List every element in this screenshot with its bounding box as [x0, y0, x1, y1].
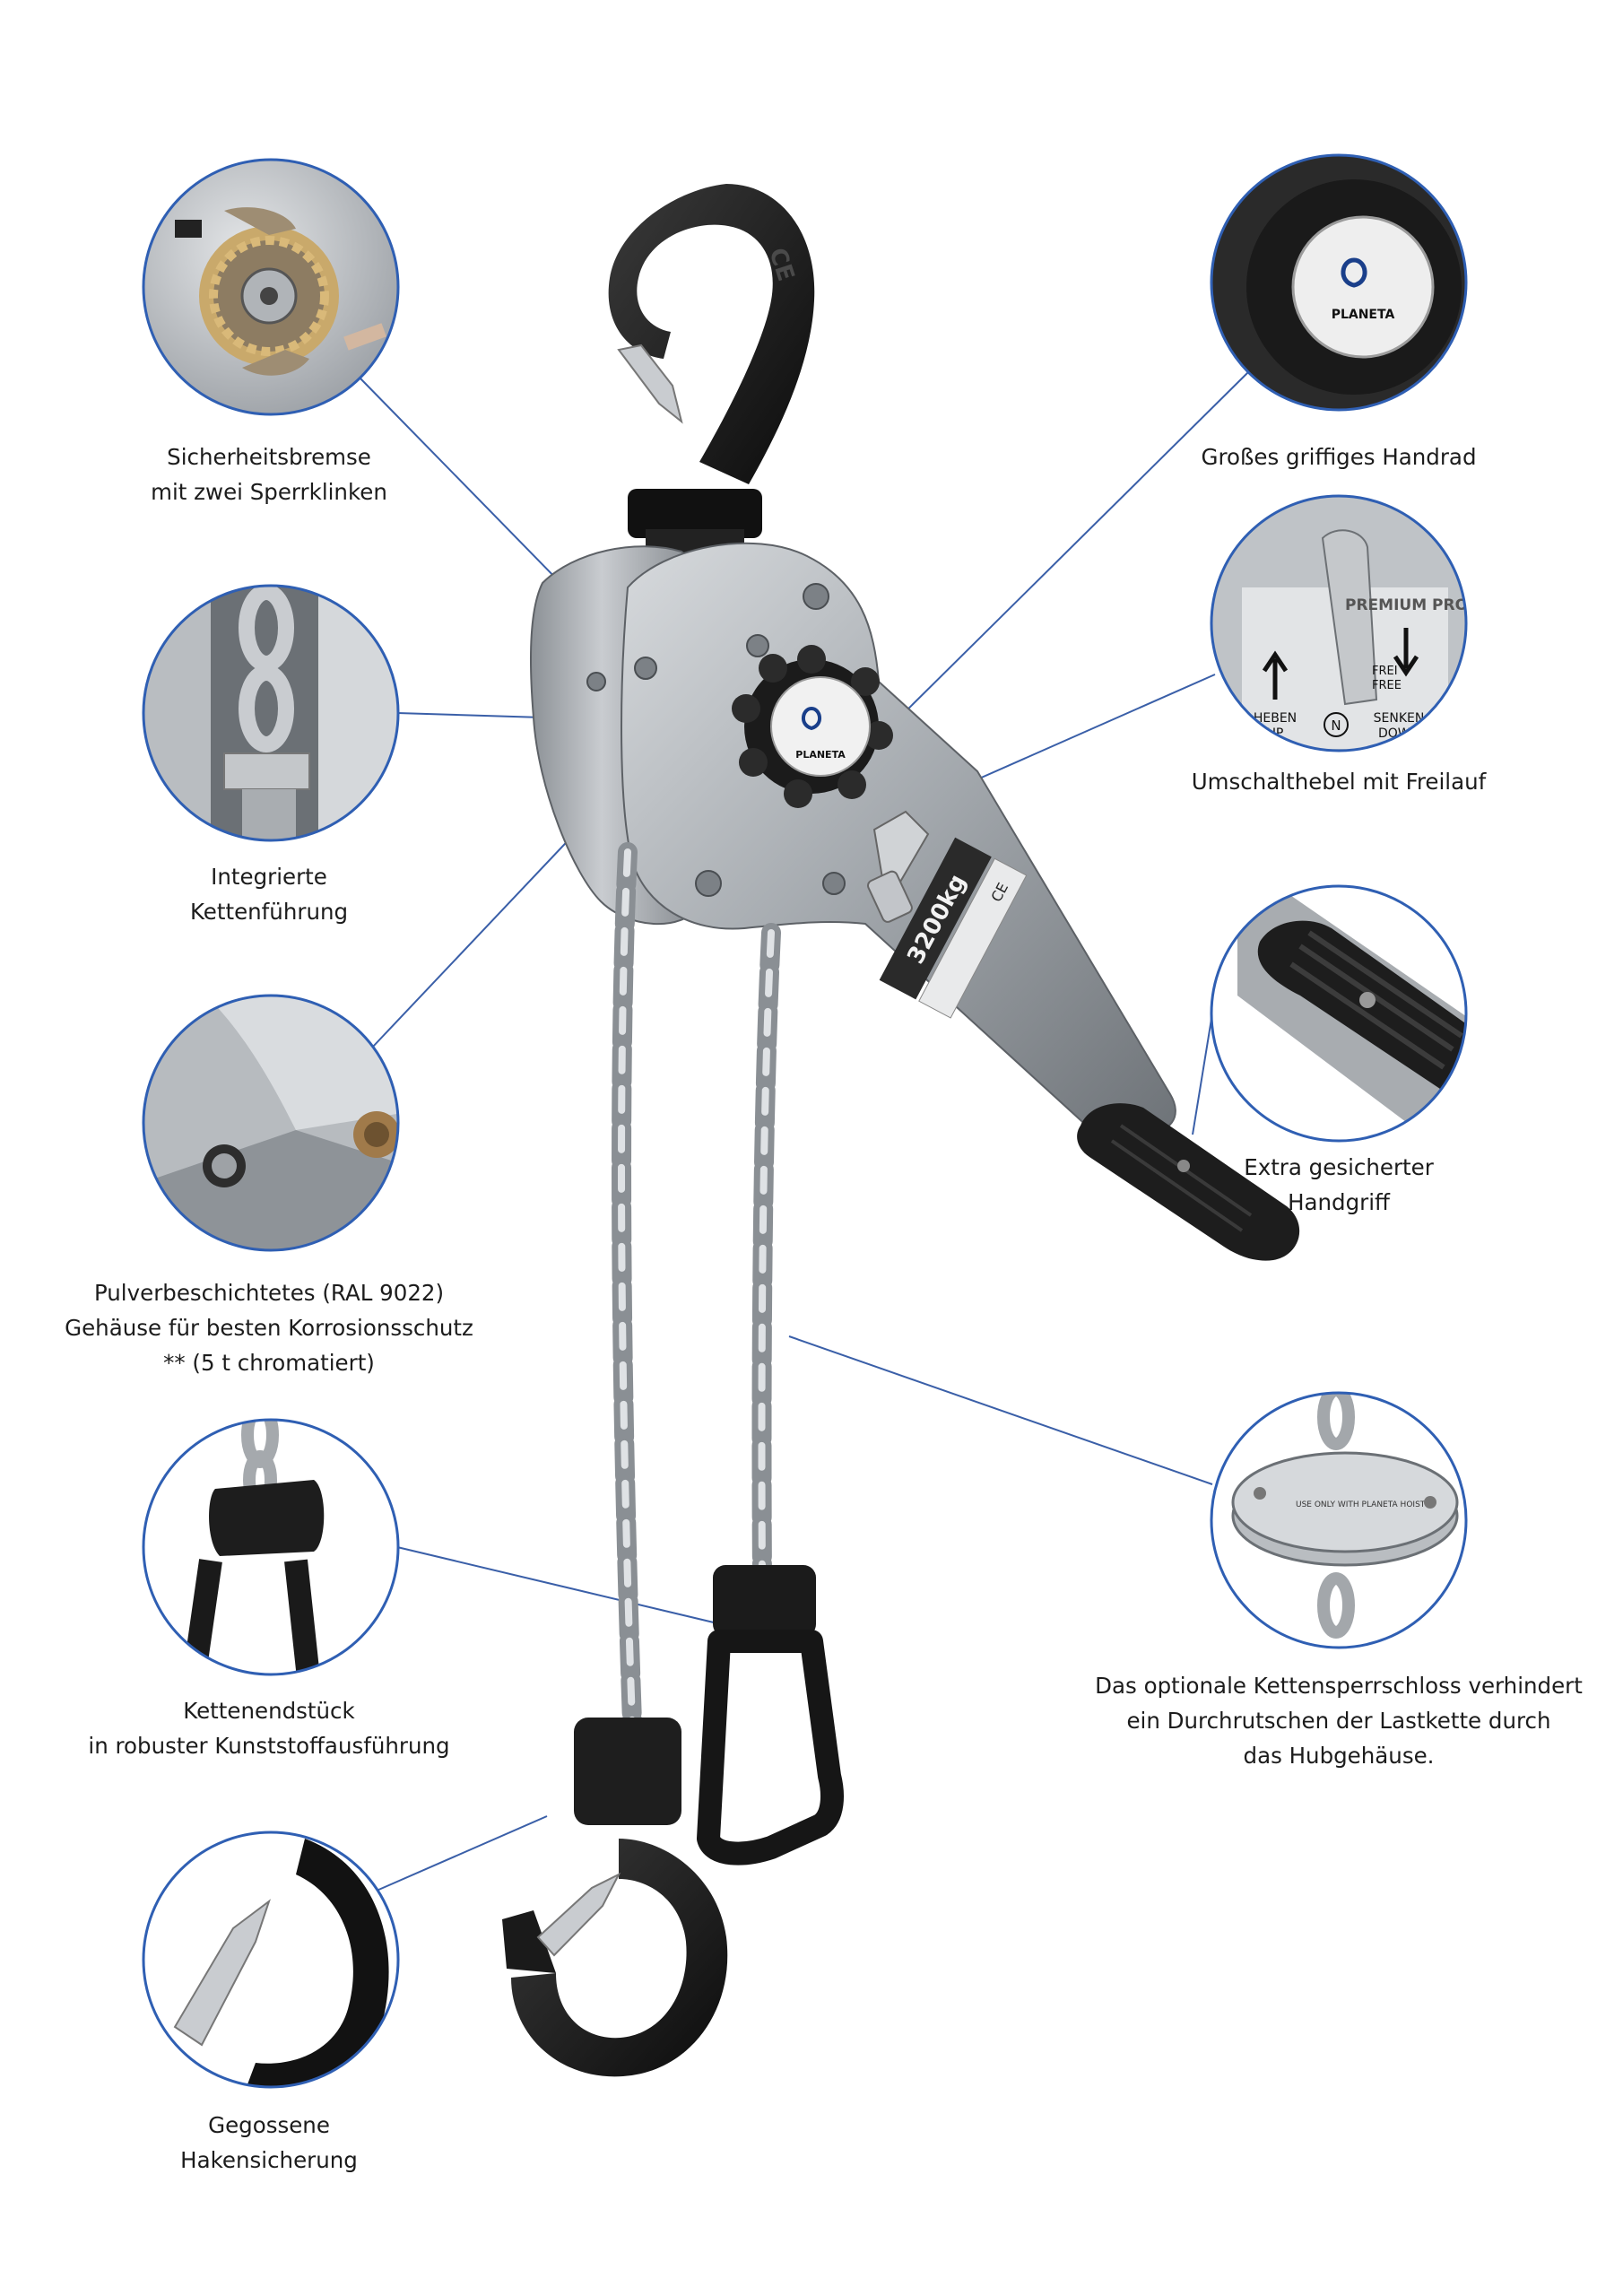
leader-line-chain-end-piece: [396, 1546, 718, 1624]
selector-lever: [867, 810, 930, 923]
premium-label: PREMIUM PRO: [1345, 596, 1468, 614]
leader-line-hook-latch: [376, 1815, 548, 1892]
detail-circle-selector-lever: PREMIUM PRO HEBEN UP SENKEN DOWN N FREI …: [1210, 494, 1468, 752]
handwheel-detail-brand: PLANETA: [1332, 308, 1395, 322]
leader-line-powder-coating: [371, 829, 579, 1048]
caption-powder-coating: Pulverbeschichtetes (RAL 9022) Gehäuse f…: [65, 1280, 473, 1377]
bottom-hook: [502, 1718, 728, 2077]
neutral-label: N: [1331, 718, 1341, 734]
leader-line-safety-brake: [358, 376, 566, 588]
housing-bolts: [586, 583, 846, 897]
top-hook: CE: [608, 184, 815, 556]
caption-safety-brake: Sicherheitsbremse mit zwei Sperrklinken: [151, 444, 387, 506]
detail-circle-safety-brake: [142, 158, 400, 416]
chain-lock-text: USE ONLY WITH PLANETA HOISTS: [1296, 1500, 1430, 1509]
frei-label: FREI: [1372, 665, 1398, 678]
detail-circle-powder-coating: [142, 994, 400, 1252]
caption-handwheel: Großes griffiges Handrad: [1201, 444, 1477, 470]
caption-chain-guide: Integrierte Kettenführung: [189, 864, 349, 926]
handwheel-brand: PLANETA: [795, 749, 846, 761]
leader-line-chain-guide: [396, 712, 543, 718]
detail-circle-handle: [1210, 884, 1468, 1143]
leader-line-selector-lever: [954, 674, 1216, 790]
lever-handle-grip: [1077, 1103, 1300, 1261]
caption-handle: Extra gesicherter Handgriff: [1244, 1154, 1434, 1216]
leader-line-chain-lock: [788, 1335, 1213, 1485]
chain-end-piece: [697, 1565, 844, 1866]
leader-lines: [358, 371, 1249, 1892]
detail-circle-hook-latch: [142, 1831, 400, 2089]
caption-chain-end-piece: Kettenendstück in robuster Kunststoffaus…: [88, 1698, 450, 1760]
leader-line-handle: [1192, 1013, 1213, 1135]
detail-circle-chain-guide: [142, 584, 400, 842]
caption-selector-lever: Umschalthebel mit Freilauf: [1191, 769, 1487, 795]
lever-hoist: CE PLANETA: [502, 184, 1300, 2077]
detail-circle-chain-end-piece: [142, 1418, 400, 1676]
caption-cast-hook-latch: Gegossene Hakensicherung: [180, 2112, 358, 2174]
handwheel: PLANETA: [732, 645, 893, 808]
heben-label: HEBEN: [1254, 711, 1297, 726]
load-chain-right: [751, 923, 781, 1588]
leader-line-handwheel: [891, 371, 1249, 726]
free-label: FREE: [1372, 679, 1402, 692]
caption-chain-lock: Das optionale Kettensperrschloss verhind…: [1095, 1673, 1583, 1770]
load-chain-left: [612, 842, 642, 1732]
down-label: DOWN: [1378, 726, 1419, 741]
senken-label: SENKEN: [1374, 711, 1425, 726]
detail-circle-handwheel: PLANETA: [1210, 153, 1468, 412]
detail-circle-chain-lock: USE ONLY WITH PLANETA HOISTS: [1210, 1391, 1468, 1649]
